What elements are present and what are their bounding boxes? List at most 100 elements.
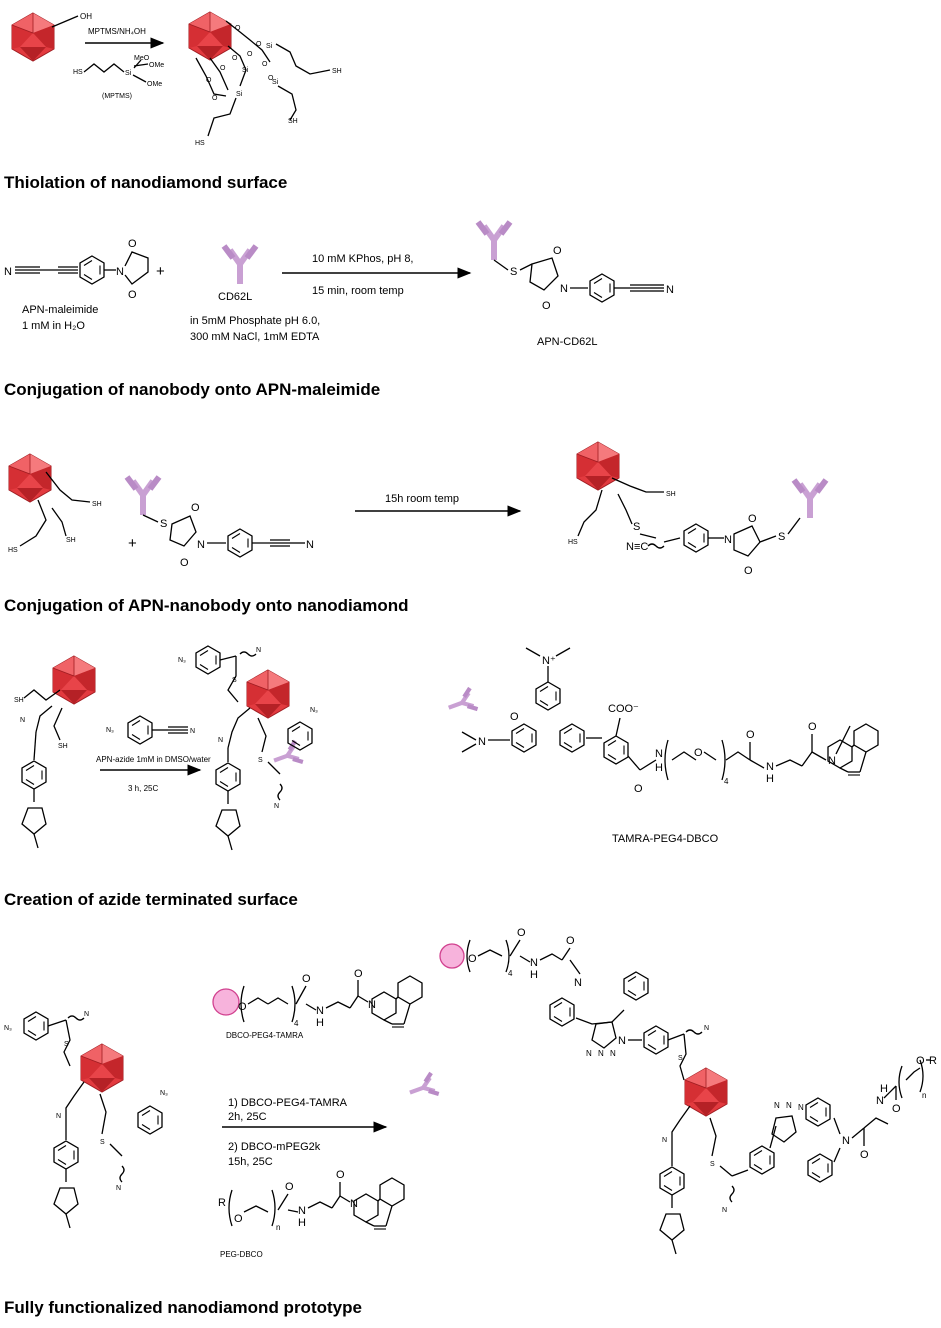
nanodiamond-icon [684, 1067, 728, 1117]
fully-functionalized-product: O 4 O N H O N N N N N N [439, 927, 937, 1255]
svg-text:Si: Si [125, 70, 132, 77]
svg-text:N: N [766, 761, 774, 773]
section-title-azide-surface: Creation of azide terminated surface [4, 890, 298, 909]
section-3-nanodiamond-conjugation: SH HS SH + S O O N N 15h room temp [8, 441, 826, 577]
nanodiamond-icon [188, 11, 232, 61]
section-title-nd-conjugation: Conjugation of APN-nanobody onto nanodia… [4, 596, 409, 615]
svg-text:N: N [842, 1135, 850, 1147]
apn-cd62l-label: APN-CD62L [537, 336, 598, 348]
svg-text:N≡C: N≡C [626, 541, 648, 553]
antibody-icon [478, 222, 510, 260]
svg-text:O: O [191, 502, 200, 514]
cd62l-buffer-line2: 300 mM NaCl, 1mM EDTA [190, 331, 320, 343]
antibody-icon [445, 688, 478, 718]
svg-text:O: O [566, 935, 575, 947]
svg-text:N⁺: N⁺ [542, 655, 556, 667]
svg-text:4: 4 [724, 777, 729, 786]
svg-text:S: S [258, 757, 263, 764]
svg-text:O: O [212, 95, 218, 102]
condition-line1: 10 mM KPhos, pH 8, [312, 253, 414, 265]
svg-text:O: O [128, 238, 137, 250]
svg-text:S: S [710, 1161, 715, 1168]
nanodiamond-icon [52, 655, 96, 705]
azide-nd-product: N₃ N S N S N₃ N [178, 645, 478, 851]
svg-text:H: H [880, 1083, 888, 1095]
svg-text:O: O [510, 711, 519, 723]
svg-text:S: S [510, 266, 517, 278]
apn-cd62l-product: S O O N N APN-CD62L [478, 222, 674, 348]
svg-text:O: O [542, 300, 551, 312]
svg-text:S: S [633, 521, 640, 533]
section-title-thiolation: Thiolation of nanodiamond surface [4, 173, 288, 192]
svg-text:O: O [220, 65, 226, 72]
svg-text:O: O [746, 729, 755, 741]
reagent-mptms-nh4oh: MPTMS/NH₄OH [88, 27, 146, 36]
section-5-full-functionalization: N₃ N S N S N₃ N [4, 927, 937, 1259]
nd-nanobody-reactant: SH SH N [14, 655, 303, 849]
svg-text:O: O [268, 75, 274, 82]
reagent-apn-azide: APN-azide 1mM in DMSO/water [96, 755, 211, 764]
svg-text:+: + [128, 535, 137, 552]
cd62l-buffer-line1: in 5mM Phosphate pH 6.0, [190, 315, 320, 327]
tamra-dye-icon [212, 988, 240, 1016]
svg-text:O: O [235, 25, 241, 32]
svg-text:N₃: N₃ [310, 707, 318, 714]
svg-text:O: O [234, 1213, 243, 1225]
svg-text:N: N [84, 1011, 89, 1018]
antibody-icon [794, 480, 826, 518]
svg-text:n: n [276, 1223, 280, 1232]
svg-text:N: N [20, 717, 25, 724]
svg-text:N: N [786, 1101, 792, 1110]
svg-text:Si: Si [266, 43, 273, 50]
svg-text:N₃: N₃ [106, 727, 114, 734]
section-title-nanobody-conjugation: Conjugation of nanobody onto APN-maleimi… [4, 380, 381, 399]
step2-label: 2) DBCO-mPEG2k [228, 1141, 321, 1153]
svg-text:N₃: N₃ [160, 1090, 168, 1097]
svg-text:O: O [206, 77, 212, 84]
svg-text:N: N [828, 755, 836, 767]
svg-text:HS: HS [568, 539, 578, 546]
svg-text:O: O [808, 721, 817, 733]
svg-text:SH: SH [66, 537, 76, 544]
svg-text:N: N [530, 957, 538, 969]
svg-text:+: + [156, 263, 165, 280]
svg-text:O: O [180, 557, 189, 569]
tamra-peg4-dbco-structure: N⁺ O N COO⁻ O N H O 4 [461, 647, 879, 845]
svg-text:N: N [560, 283, 568, 295]
svg-text:S: S [160, 518, 167, 530]
svg-text:N: N [876, 1095, 884, 1107]
svg-text:N: N [586, 1049, 592, 1058]
svg-text:N: N [655, 748, 663, 760]
svg-text:N: N [56, 1113, 61, 1120]
svg-text:N: N [218, 737, 223, 744]
svg-text:N: N [666, 284, 674, 296]
cd62l-label: CD62L [218, 291, 252, 303]
mptms-name: (MPTMS) [102, 93, 132, 100]
apn-azide-reagent: N₃ N [106, 715, 195, 745]
svg-text:H: H [766, 773, 774, 785]
svg-text:N: N [116, 1185, 121, 1192]
svg-text:O: O [247, 51, 253, 58]
mptms-structure: HS Si MeO OMe OMe (MPTMS) [73, 55, 164, 100]
svg-text:SH: SH [666, 491, 676, 498]
svg-text:4: 4 [508, 969, 513, 978]
step1-label: 1) DBCO-PEG4-TAMRA [228, 1097, 348, 1109]
svg-text:N: N [610, 1049, 616, 1058]
svg-text:4: 4 [294, 1019, 299, 1028]
svg-text:HS: HS [195, 140, 205, 147]
svg-text:O: O [892, 1103, 901, 1115]
svg-text:N: N [197, 539, 205, 551]
svg-text:N: N [574, 977, 582, 989]
svg-text:O: O [336, 1169, 345, 1181]
svg-text:N: N [724, 534, 732, 546]
svg-text:N: N [274, 803, 279, 810]
svg-text:S: S [232, 677, 237, 684]
svg-text:n: n [922, 1091, 926, 1100]
svg-text:N: N [190, 728, 195, 735]
section-2-nanobody-conjugation: N N O O + APN-maleimide 1 mM in H₂O CD62… [4, 222, 674, 348]
bond [51, 15, 79, 28]
nd-nanobody-product: SH HS S N≡C N O O S [568, 441, 826, 577]
svg-text:O: O [916, 1055, 925, 1067]
svg-text:N: N [662, 1137, 667, 1144]
svg-text:O: O [468, 953, 477, 965]
